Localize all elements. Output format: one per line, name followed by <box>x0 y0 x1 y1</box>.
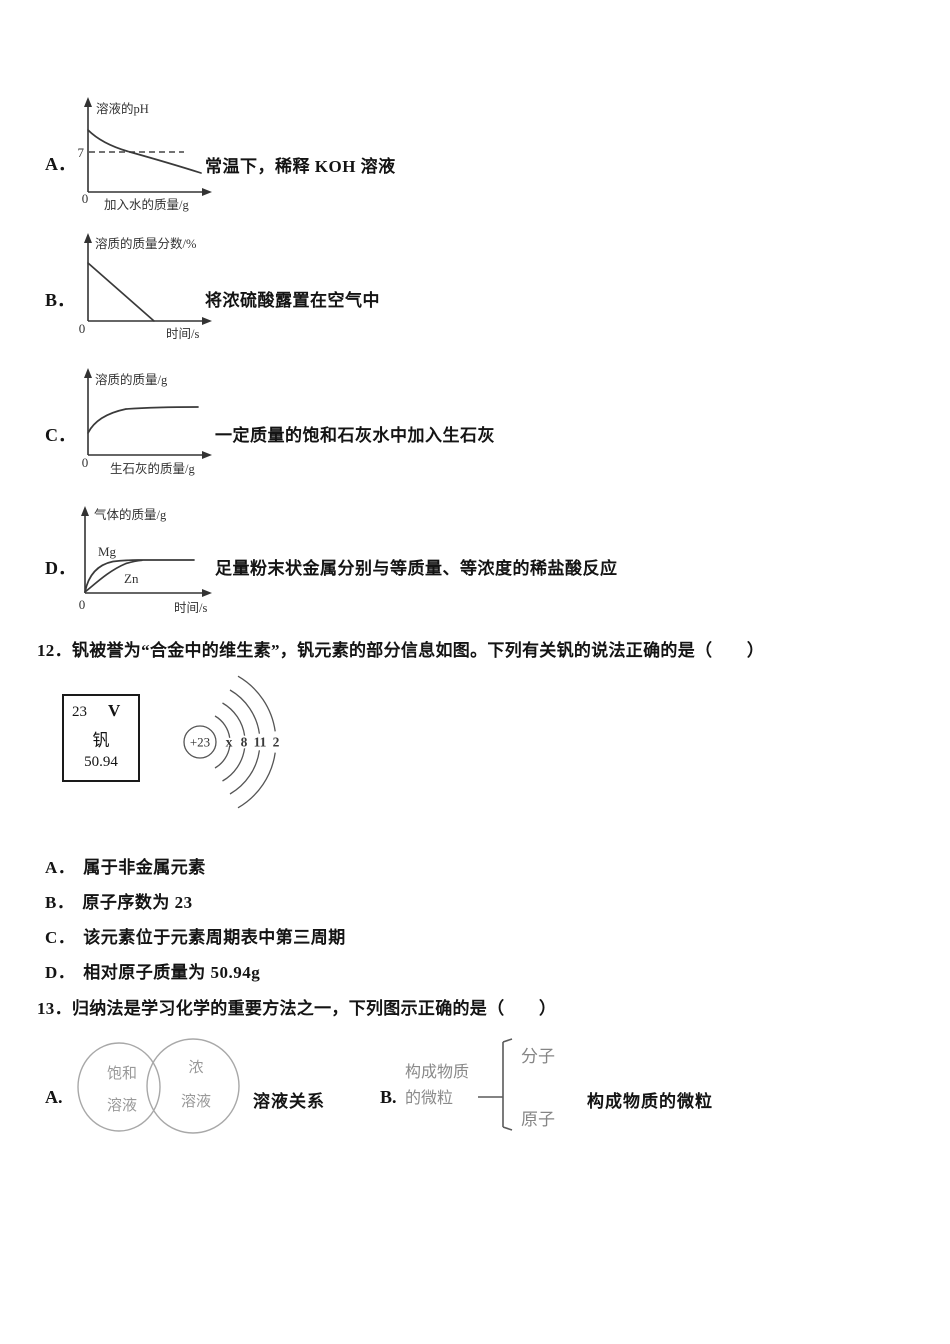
q12-option-a-text: 属于非金属元素 <box>83 858 206 877</box>
q12-option-d: D． 相对原子质量为 50.94g <box>45 958 260 983</box>
nucleus-circle <box>183 725 217 759</box>
q12-option-d-text: 相对原子质量为 50.94g <box>83 963 261 982</box>
shell-3-electrons: 11 <box>254 735 267 750</box>
graph-c-ylabel: 溶质的质量/g <box>95 372 168 387</box>
graph-a-ylabel: 溶液的pH <box>96 101 149 116</box>
question-13: 13．归纳法是学习化学的重要方法之一，下列图示正确的是（ ） <box>37 994 556 1019</box>
option-d-desc: 足量粉末状金属分别与等质量、等浓度的稀盐酸反应 <box>215 559 618 578</box>
q12-option-c: C． 该元素位于元素周期表中第三周期 <box>45 923 346 948</box>
bracket-icon <box>478 1038 513 1131</box>
q12-option-a: A． 属于非金属元素 <box>45 853 206 878</box>
branch-root-line1: 构成物质 <box>405 1064 470 1081</box>
question-12-text: 钒被誉为“合金中的维生素”，钒元素的部分信息如图。下列有关钒的说法正确的是（ ） <box>71 641 765 660</box>
zn-curve-label: Zn <box>124 571 139 586</box>
q12-option-b-label: B． <box>45 893 75 912</box>
mg-curve-label: Mg <box>98 544 117 559</box>
option-a-letter: A． <box>45 154 76 174</box>
graph-ph-dilution: 溶液的pH 7 0 加入水的质量/g <box>78 97 212 212</box>
nucleus-charge: +23 <box>190 735 210 750</box>
shell-2-electrons: 8 <box>241 735 248 750</box>
element-info-box: 23 V 钒 50.94 <box>62 694 140 782</box>
graph-b-xlabel: 时间/s <box>166 327 199 341</box>
y-axis-arrow-icon <box>84 368 92 378</box>
branch-top-label: 分子 <box>521 1047 555 1066</box>
option-c-letter: C． <box>45 425 76 445</box>
option-b-desc: 将浓硫酸露置在空气中 <box>205 291 380 310</box>
mg-curve <box>84 559 195 593</box>
graph-b-ylabel: 溶质的质量分数/% <box>95 236 196 251</box>
venn-right-line1: 浓 <box>188 1059 203 1076</box>
option-a-desc: 常温下，稀释 KOH 溶液 <box>205 157 396 176</box>
venn-left-line2: 溶液 <box>107 1097 137 1114</box>
x-axis-arrow-icon <box>202 451 212 459</box>
q12-option-b: B． 原子序数为 23 <box>45 888 193 913</box>
branch-root-label: 构成物质 的微粒 <box>405 1060 469 1112</box>
atomic-number: 23 <box>72 704 87 720</box>
atomic-structure-diagram: +23 x 8 11 2 <box>183 675 280 809</box>
q12-option-c-label: C． <box>45 928 76 947</box>
ph-curve <box>87 129 202 174</box>
option-b-letter: B． <box>45 290 76 310</box>
atomic-mass: 50.94 <box>84 754 118 770</box>
x-axis-arrow-icon <box>202 188 212 196</box>
venn-right-line2: 溶液 <box>181 1093 211 1110</box>
option-c-desc: 一定质量的饱和石灰水中加入生石灰 <box>215 426 495 445</box>
graph-d-ylabel: 气体的质量/g <box>94 507 167 522</box>
x-axis-arrow-icon <box>202 589 212 597</box>
q13-option-b-caption: 构成物质的微粒 <box>587 1092 713 1111</box>
graph-a-ytick-7: 7 <box>78 145 85 160</box>
q13-option-b-letter: B. <box>380 1087 397 1107</box>
graph-a-origin: 0 <box>82 191 89 206</box>
element-symbol: V <box>108 701 121 720</box>
branch-bottom-label: 原子 <box>521 1110 555 1129</box>
rise-plateau-curve <box>87 406 199 434</box>
x-axis-arrow-icon <box>202 317 212 325</box>
graph-c-xlabel: 生石灰的质量/g <box>110 461 195 476</box>
graph-d-xlabel: 时间/s <box>174 601 207 615</box>
q12-option-b-text: 原子序数为 23 <box>82 893 193 912</box>
shell-4-electrons: 2 <box>273 735 280 750</box>
question-13-number: 13． <box>37 999 72 1018</box>
venn-left-circle <box>77 1042 161 1132</box>
venn-right-circle <box>146 1038 240 1134</box>
zn-curve <box>84 559 143 593</box>
q12-option-d-label: D． <box>45 963 76 982</box>
y-axis-arrow-icon <box>84 97 92 107</box>
question-12: 12．钒被誉为“合金中的维生素”，钒元素的部分信息如图。下列有关钒的说法正确的是… <box>37 636 764 661</box>
graph-gas-mass: 气体的质量/g Mg Zn 0 时间/s <box>79 506 212 615</box>
graph-solute-mass: 溶质的质量/g 0 生石灰的质量/g <box>82 368 212 476</box>
element-name: 钒 <box>92 731 110 750</box>
graph-mass-fraction: 溶质的质量分数/% 0 时间/s <box>79 233 212 341</box>
q13-option-a-caption: 溶液关系 <box>253 1092 325 1111</box>
q12-option-a-label: A． <box>45 858 76 877</box>
option-d-letter: D． <box>45 558 76 578</box>
shell-1-electrons: x <box>226 735 233 750</box>
question-12-number: 12． <box>37 641 72 660</box>
y-axis-arrow-icon <box>81 506 89 516</box>
venn-left-line1: 饱和 <box>107 1065 137 1082</box>
question-13-text: 归纳法是学习化学的重要方法之一，下列图示正确的是（ ） <box>71 999 557 1018</box>
decline-line <box>87 262 155 322</box>
graph-b-origin: 0 <box>79 321 86 336</box>
y-axis-arrow-icon <box>84 233 92 243</box>
venn-diagram: 饱和 溶液 浓 溶液 <box>77 1038 240 1134</box>
q12-option-c-text: 该元素位于元素周期表中第三周期 <box>83 928 346 947</box>
q13-option-a-letter: A. <box>45 1087 63 1107</box>
graph-c-origin: 0 <box>82 455 89 470</box>
branch-root-line2: 的微粒 <box>405 1090 454 1107</box>
graph-a-xlabel: 加入水的质量/g <box>104 197 189 212</box>
graph-d-origin: 0 <box>79 597 86 612</box>
